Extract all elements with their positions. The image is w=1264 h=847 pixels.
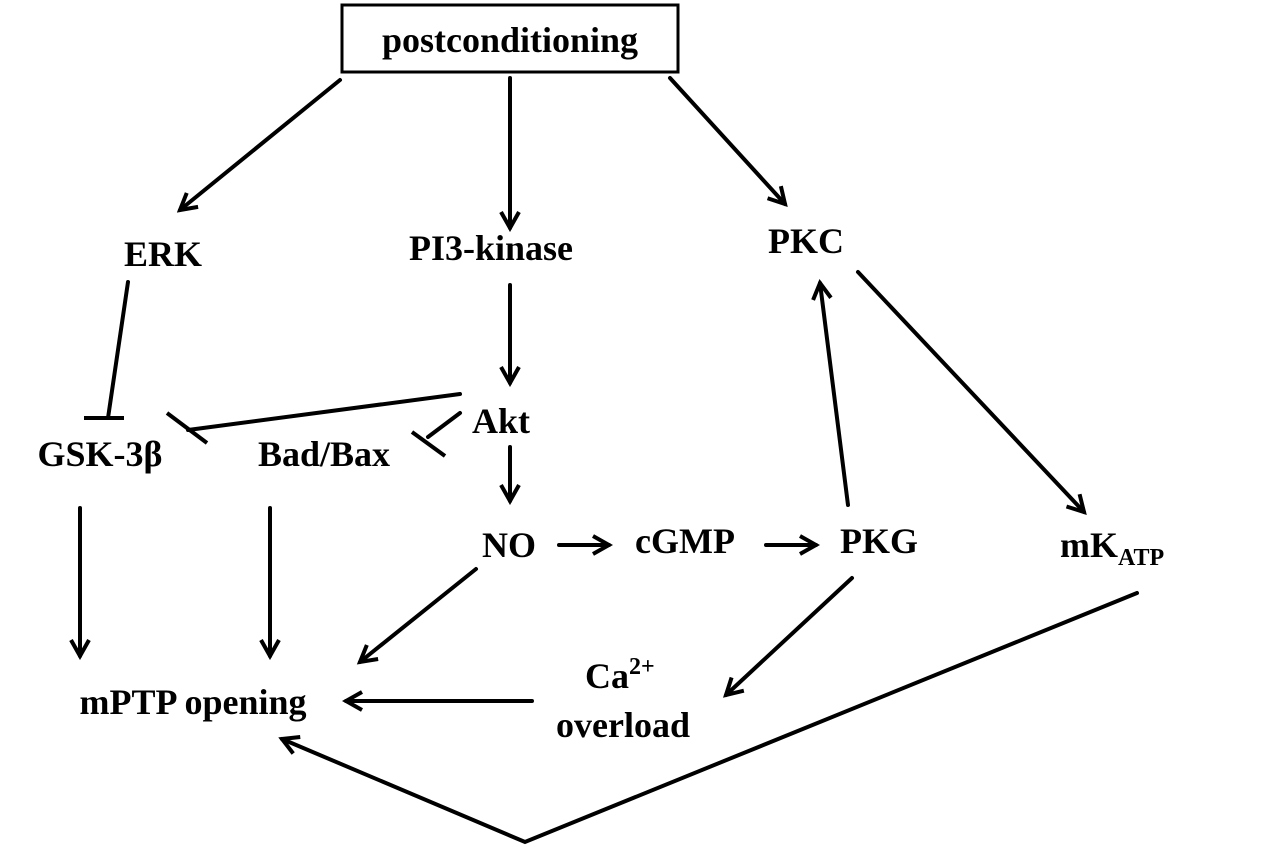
postconditioning-box xyxy=(340,3,680,74)
node-pkg: PKG xyxy=(840,521,918,561)
edge-pkg-ca xyxy=(726,576,854,695)
node-mptp-opening: mPTP opening xyxy=(79,682,306,722)
node-erk: ERK xyxy=(124,234,202,274)
tbar-akt-gsk3b xyxy=(165,411,209,445)
node-postconditioning: postconditioning xyxy=(382,20,638,60)
ca-main: Ca xyxy=(585,656,629,696)
node-ca-overload-line2: overload xyxy=(556,705,690,745)
ca-superscript: 2+ xyxy=(629,654,655,680)
node-gsk-3b: GSK-3β xyxy=(38,434,163,474)
node-ca-overload: Ca2+ xyxy=(585,654,655,696)
node-akt: Akt xyxy=(472,401,530,441)
mkatp-main: mK xyxy=(1060,525,1118,565)
edge-postcond-pkc xyxy=(668,76,785,204)
node-mkatp: mKATP xyxy=(1060,525,1164,571)
node-pi3-kinase: PI3-kinase xyxy=(409,228,573,268)
edge-pkg-pkc xyxy=(820,283,850,507)
edge-erk-gsk3b-inhibit xyxy=(106,280,130,420)
tbar-akt-badbax xyxy=(410,430,447,458)
node-bad-bax: Bad/Bax xyxy=(258,434,390,474)
edge-no-mptp xyxy=(360,567,478,662)
mkatp-subscript: ATP xyxy=(1118,545,1164,571)
edge-pkc-mkatp xyxy=(856,270,1084,512)
node-cgmp: cGMP xyxy=(635,521,735,561)
node-no: NO xyxy=(482,525,536,565)
edge-mkatp-mptp xyxy=(282,591,1139,845)
edge-akt-badbax-inhibit xyxy=(426,411,462,439)
edge-postcond-erk xyxy=(180,78,342,210)
node-pkc: PKC xyxy=(768,221,844,261)
edge-akt-gsk3b-inhibit xyxy=(186,392,462,432)
